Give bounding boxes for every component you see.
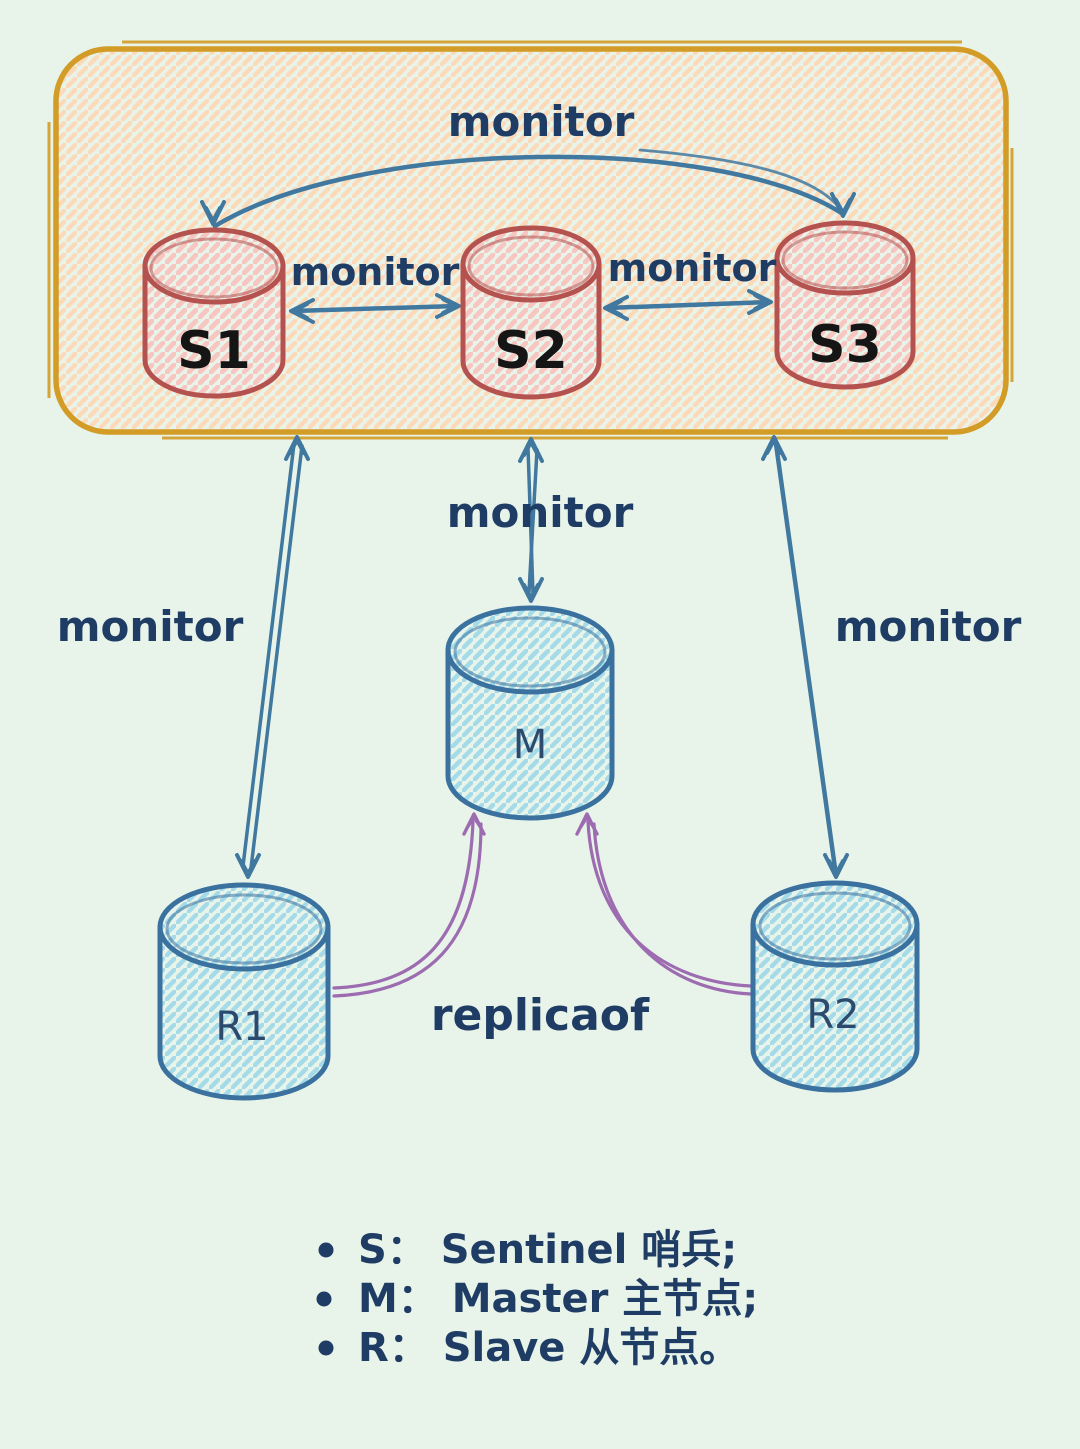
arrowhead-r2-top-icon <box>823 853 849 879</box>
node-r2-cylinder <box>750 880 920 1093</box>
node-r1-cylinder <box>157 882 331 1101</box>
arrowhead-s2-right-icon <box>603 295 629 321</box>
label-monitor-r2: monitor <box>835 602 1022 651</box>
arrowhead-box-bottom-right-icon <box>761 435 787 461</box>
label-replicaof: replicaof <box>431 990 650 1041</box>
edge-monitor-box-r1-b <box>249 444 304 870</box>
legend-item-slave: R： Slave 从节点。 <box>358 1325 739 1371</box>
arrowhead-m-top-icon <box>518 577 544 603</box>
label-monitor-s1-s2: monitor <box>291 250 460 294</box>
label-monitor-top: monitor <box>448 97 635 146</box>
arrowhead-s1-right-icon <box>289 298 315 324</box>
edge-monitor-s1-s3 <box>212 154 846 229</box>
edge-monitor-box-r2 <box>773 441 838 871</box>
edge-monitor-box-m-b <box>527 448 539 594</box>
legend: S： Sentinel 哨兵; M： Master 主节点; R： Slave … <box>316 1227 758 1371</box>
arrowhead-s1-top-icon <box>200 200 226 226</box>
sentinel-cylinders <box>142 220 916 400</box>
data-node-cylinders <box>157 605 920 1101</box>
node-s3-cylinder <box>774 220 916 390</box>
legend-bullet <box>316 1291 332 1307</box>
node-s3-label: S3 <box>808 315 882 375</box>
edge-replicaof-r1-m-a <box>332 820 475 990</box>
node-s1-label: S1 <box>177 321 251 381</box>
node-s2-cylinder <box>460 225 602 400</box>
node-labels: S1 S2 S3 M R1 R2 <box>177 315 882 1050</box>
arrowhead-box-bottom-left-icon <box>284 435 310 461</box>
legend-bullet <box>318 1242 334 1258</box>
monitor-edges <box>200 148 856 879</box>
arrowhead-s2-left-icon <box>435 293 461 319</box>
edge-monitor-s2-s3 <box>604 299 772 311</box>
edge-labels: monitor monitor monitor monitor monitor … <box>57 97 1022 1041</box>
node-m-cylinder <box>445 605 615 821</box>
edge-monitor-s1-s3-sketch <box>638 148 840 208</box>
edge-replicaof-r2-m-b <box>592 822 753 996</box>
node-m-label: M <box>513 722 548 768</box>
arrowhead-replicaof-right-icon <box>575 812 599 836</box>
arrowhead-s3-left-icon <box>747 289 773 315</box>
node-s2-label: S2 <box>494 321 568 381</box>
edge-monitor-box-r1-a <box>241 442 296 868</box>
label-monitor-master: monitor <box>447 488 634 537</box>
replicaof-edges <box>332 812 753 998</box>
legend-item-master: M： Master 主节点; <box>358 1276 758 1322</box>
legend-bullet <box>318 1340 334 1356</box>
arrowhead-box-bottom-center-icon <box>518 437 544 463</box>
arrowhead-replicaof-left-icon <box>462 812 486 836</box>
node-r2-label: R2 <box>806 992 859 1038</box>
edge-monitor-box-m-a <box>526 446 535 596</box>
legend-item-sentinel: S： Sentinel 哨兵; <box>358 1227 737 1273</box>
arrowhead-r1-top-icon <box>235 853 261 879</box>
arrowhead-s3-top-icon <box>830 192 856 218</box>
edge-monitor-s1-s2 <box>290 303 460 314</box>
node-r1-label: R1 <box>215 1004 268 1050</box>
edge-replicaof-r1-m-b <box>332 822 483 998</box>
label-monitor-s2-s3: monitor <box>608 246 777 290</box>
node-s1-cylinder <box>142 227 286 399</box>
label-monitor-r1: monitor <box>57 602 244 651</box>
